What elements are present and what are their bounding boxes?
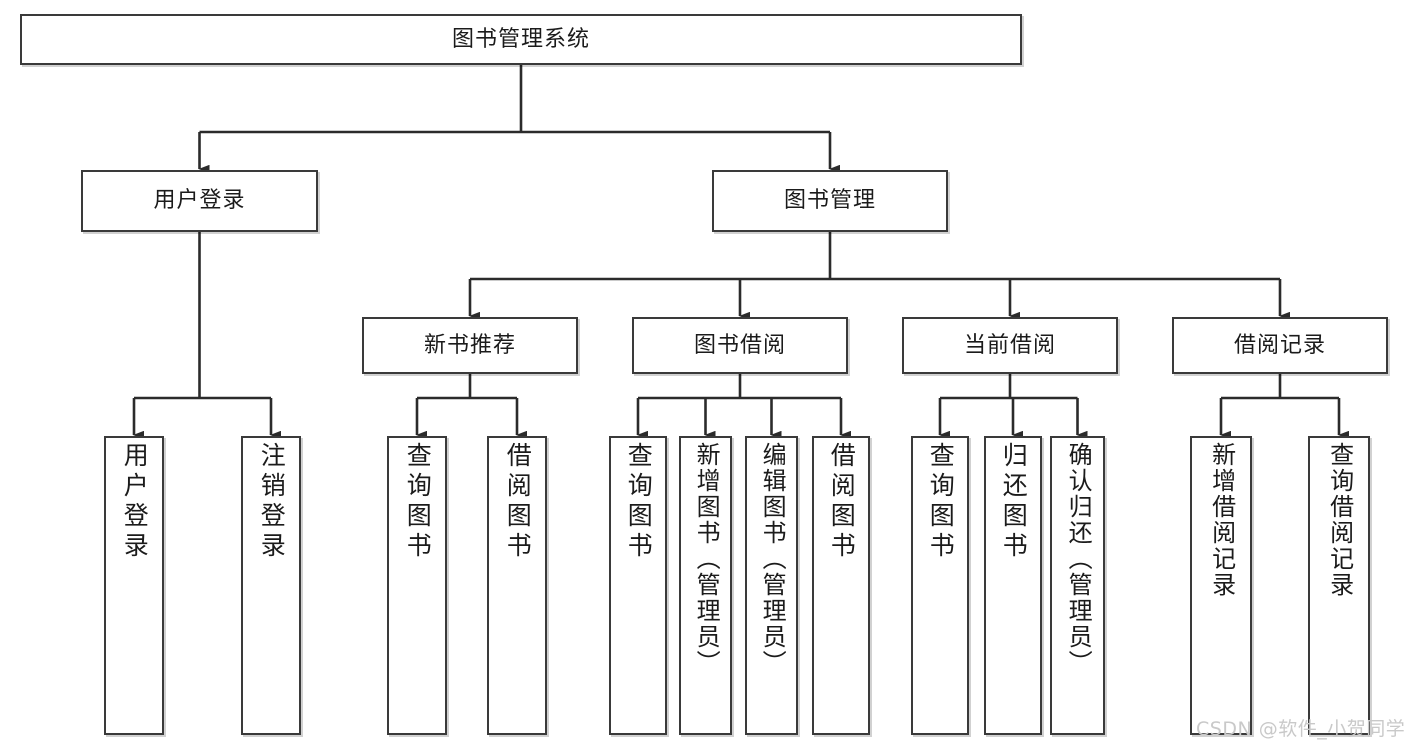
node-book-manage-label: 图书管理 (783, 188, 876, 214)
connector-bus (417, 374, 517, 400)
node-leaf-borrow-book-1[interactable]: 借阅图书 (487, 436, 547, 735)
node-book-borrow-label: 图书借阅 (693, 332, 786, 358)
node-new-book-recommend[interactable]: 新书推荐 (362, 317, 578, 374)
node-leaf-query-book-2-label: 查询图书 (624, 442, 654, 562)
node-borrow-record-label: 借阅记录 (1233, 332, 1326, 358)
node-current-borrow[interactable]: 当前借阅 (902, 317, 1118, 374)
node-current-borrow-label: 当前借阅 (963, 332, 1056, 358)
node-leaf-borrow-book-1-label: 借阅图书 (503, 442, 533, 562)
connector-bus (199, 65, 830, 134)
node-borrow-record[interactable]: 借阅记录 (1172, 317, 1388, 374)
node-leaf-query-book-1-label: 查询图书 (403, 442, 433, 562)
connector-bus (1221, 374, 1339, 400)
node-root[interactable]: 图书管理系统 (20, 14, 1022, 65)
node-leaf-query-book-3-label: 查询图书 (926, 442, 956, 562)
node-new-book-recommend-label: 新书推荐 (423, 332, 516, 358)
node-leaf-borrow-book-2-label: 借阅图书 (827, 442, 857, 562)
connector-layer (132, 65, 1349, 440)
node-leaf-query-book-2[interactable]: 查询图书 (609, 436, 667, 735)
watermark-label: CSDN @软件_小贺同学 (1196, 718, 1405, 740)
node-leaf-confirm-return-label: 确认归还（管理员） (1064, 442, 1093, 676)
node-leaf-query-record[interactable]: 查询借阅记录 (1308, 436, 1370, 735)
node-leaf-edit-book-label: 编辑图书（管理员） (758, 442, 787, 676)
node-leaf-query-book-1[interactable]: 查询图书 (387, 436, 447, 735)
node-leaf-add-book[interactable]: 新增图书（管理员） (679, 436, 732, 735)
node-leaf-edit-book[interactable]: 编辑图书（管理员） (745, 436, 798, 735)
node-leaf-user-login-label: 用户登录 (120, 442, 150, 562)
node-leaf-user-login[interactable]: 用户登录 (104, 436, 164, 735)
connector-bus (638, 374, 841, 400)
node-leaf-logout[interactable]: 注销登录 (241, 436, 301, 735)
node-book-manage[interactable]: 图书管理 (712, 170, 948, 232)
node-leaf-add-book-label: 新增图书（管理员） (692, 442, 721, 676)
connector-bus (470, 232, 1280, 281)
node-leaf-return-book-label: 归还图书 (999, 442, 1029, 562)
node-leaf-query-book-3[interactable]: 查询图书 (911, 436, 969, 735)
node-leaf-add-record-label: 新增借阅记录 (1207, 442, 1236, 598)
connector-bus (134, 232, 271, 400)
connector-bus (940, 374, 1078, 400)
node-leaf-logout-label: 注销登录 (257, 442, 287, 562)
node-leaf-borrow-book-2[interactable]: 借阅图书 (812, 436, 870, 735)
node-leaf-confirm-return[interactable]: 确认归还（管理员） (1050, 436, 1105, 735)
node-user-login-label: 用户登录 (153, 188, 246, 214)
node-leaf-add-record[interactable]: 新增借阅记录 (1190, 436, 1252, 735)
node-user-login[interactable]: 用户登录 (81, 170, 318, 232)
node-root-label: 图书管理系统 (451, 26, 590, 52)
node-book-borrow[interactable]: 图书借阅 (632, 317, 848, 374)
node-leaf-query-record-label: 查询借阅记录 (1325, 442, 1354, 598)
node-leaf-return-book[interactable]: 归还图书 (984, 436, 1042, 735)
